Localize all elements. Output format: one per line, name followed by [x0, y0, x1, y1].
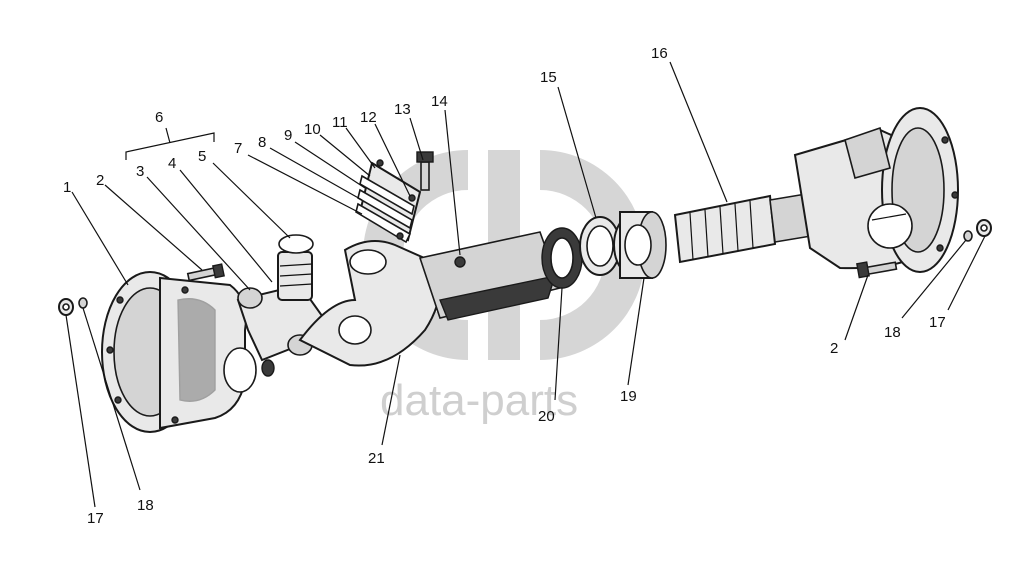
label-10: 10	[304, 121, 321, 138]
part-number-labels: 1 2 3 4 5 6 7 8 9 10 11 12 13 14 15 16 1…	[63, 45, 946, 527]
label-4: 4	[168, 155, 176, 172]
label-12: 12	[360, 109, 377, 126]
leader-lines	[65, 61, 986, 508]
label-18-right: 18	[884, 324, 901, 341]
bolt-left	[186, 263, 225, 282]
right-housing	[793, 107, 959, 273]
label-6: 6	[155, 109, 163, 126]
bolt-right	[856, 261, 898, 279]
label-9: 9	[284, 127, 292, 144]
label-17-left: 17	[87, 510, 104, 527]
cover-stack	[355, 159, 422, 244]
label-7: 7	[234, 140, 242, 157]
bolt-13	[416, 151, 434, 191]
label-14: 14	[431, 93, 448, 110]
label-2-left: 2	[96, 172, 104, 189]
left-flange-housing	[101, 271, 257, 433]
label-1: 1	[63, 179, 71, 196]
vent-plug	[277, 234, 314, 301]
label-18-left: 18	[137, 497, 154, 514]
label-11: 11	[332, 114, 348, 131]
watermark-text: data-parts	[380, 376, 578, 425]
label-3: 3	[136, 163, 144, 180]
nut-washer-left	[58, 297, 88, 316]
label-19: 19	[620, 388, 637, 405]
label-21: 21	[368, 450, 385, 467]
seal-ring	[541, 227, 583, 289]
center-housing	[298, 231, 562, 367]
label-16: 16	[651, 45, 668, 62]
group-bracket-6	[125, 127, 215, 160]
label-20: 20	[538, 408, 555, 425]
label-2-right: 2	[830, 340, 838, 357]
label-13: 13	[394, 101, 411, 118]
bearing	[613, 211, 667, 279]
label-8: 8	[258, 134, 266, 151]
label-5: 5	[198, 148, 206, 165]
label-17-right: 17	[929, 314, 946, 331]
washer-ring	[579, 216, 621, 276]
nut-washer-right	[963, 219, 992, 242]
label-15: 15	[540, 69, 557, 86]
